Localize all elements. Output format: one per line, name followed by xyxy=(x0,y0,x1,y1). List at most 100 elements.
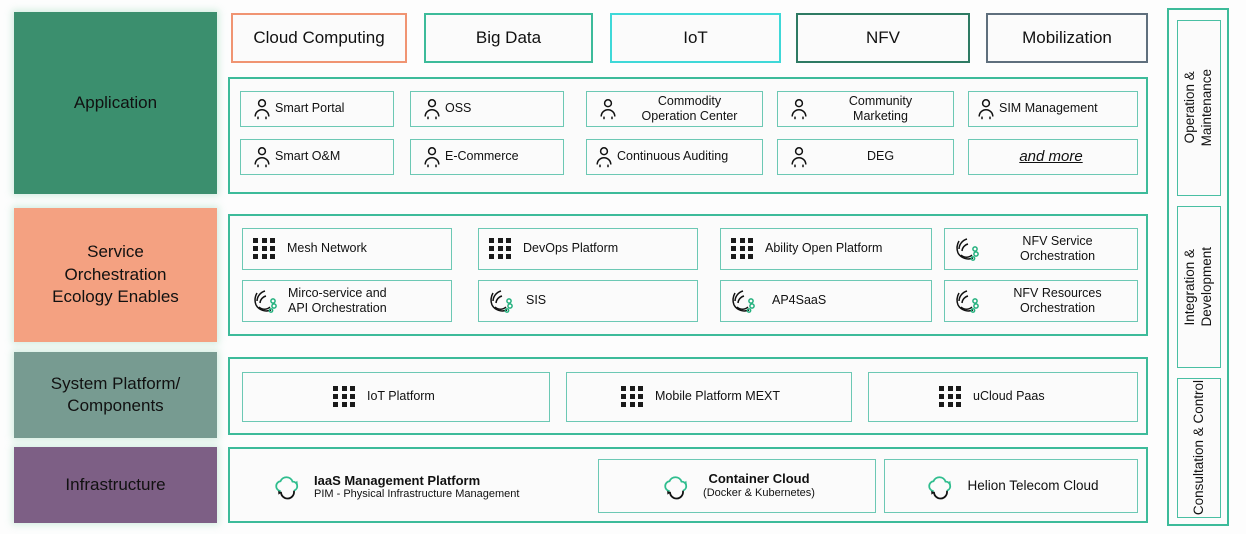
grid-icon xyxy=(939,386,961,408)
banner-label: Mobilization xyxy=(1022,28,1112,47)
orchestration-icon xyxy=(730,288,758,314)
cloud-icon xyxy=(659,472,693,500)
app-card-continuous-auditing[interactable]: Continuous Auditing xyxy=(586,139,763,175)
orchestration-icon xyxy=(488,288,516,314)
app-card-label: DEG xyxy=(866,149,895,164)
service-card-devops-platform[interactable]: DevOps Platform xyxy=(478,228,698,270)
person-icon xyxy=(786,144,812,170)
layer-label-application: Application xyxy=(14,12,217,194)
person-icon xyxy=(591,144,617,170)
app-card-deg[interactable]: DEG xyxy=(777,139,954,175)
app-card-community-marketing[interactable]: Community Marketing xyxy=(777,91,954,127)
service-card-mesh-network[interactable]: Mesh Network xyxy=(242,228,452,270)
service-card-label: Ability Open Platform xyxy=(765,241,883,256)
service-card-label: Mesh Network xyxy=(287,241,367,256)
app-card-label: SIM Management xyxy=(999,101,1098,116)
cloud-icon xyxy=(923,472,957,500)
banner-iot[interactable]: IoT xyxy=(610,13,781,63)
infra-card-text: IaaS Management Platform PIM - Physical … xyxy=(304,473,519,500)
banner-mobilization[interactable]: Mobilization xyxy=(986,13,1148,63)
grid-icon xyxy=(253,238,275,260)
layer-label-system: System Platform/ Components xyxy=(14,352,217,438)
system-card-label: uCloud Paas xyxy=(973,389,1045,404)
infra-card-title: Container Cloud xyxy=(708,471,810,487)
banner-label: Cloud Computing xyxy=(253,28,385,47)
infra-card-subtitle: PIM - Physical Infrastructure Management xyxy=(314,487,520,500)
app-card-label: OSS xyxy=(445,101,472,116)
app-card-smart-portal[interactable]: Smart Portal xyxy=(240,91,394,127)
layer-label-infrastructure-text: Infrastructure xyxy=(65,474,166,494)
system-card-label: IoT Platform xyxy=(367,389,435,404)
person-icon xyxy=(595,96,621,122)
system-card-ucloud-paas[interactable]: uCloud Paas xyxy=(868,372,1138,422)
person-icon xyxy=(419,96,445,122)
banner-big-data[interactable]: Big Data xyxy=(424,13,593,63)
system-panel: IoT Platform Mobile Platform MEXT uCloud… xyxy=(228,357,1148,435)
system-card-mobile-platform-mext[interactable]: Mobile Platform MEXT xyxy=(566,372,852,422)
app-card-smart-om[interactable]: Smart O&M xyxy=(240,139,394,175)
cloud-icon xyxy=(270,472,304,500)
grid-icon xyxy=(621,386,643,408)
orchestration-icon xyxy=(954,288,982,314)
application-panel: Smart Portal OSS Commodity Operation Cen… xyxy=(228,77,1148,194)
service-card-label: NFV Service Orchestration xyxy=(1019,233,1096,263)
orchestration-icon xyxy=(954,236,982,262)
banner-cloud-computing[interactable]: Cloud Computing xyxy=(231,13,407,63)
service-card-nfv-service-orchestration[interactable]: NFV Service Orchestration xyxy=(944,228,1138,270)
system-card-iot-platform[interactable]: IoT Platform xyxy=(242,372,550,422)
person-icon xyxy=(249,144,275,170)
grid-icon xyxy=(333,386,355,408)
infra-card-subtitle: (Docker & Kubernetes) xyxy=(703,487,815,500)
banner-nfv[interactable]: NFV xyxy=(796,13,970,63)
banner-label: NFV xyxy=(866,28,900,47)
app-card-and-more[interactable]: and more xyxy=(968,139,1138,175)
infra-card-text: Container Cloud (Docker & Kubernetes) xyxy=(693,471,815,500)
layer-label-application-text: Application xyxy=(73,92,158,112)
side-cell-integration-development[interactable]: Integration & Development xyxy=(1177,206,1221,368)
service-panel: Mesh Network DevOps Platform Ability Ope… xyxy=(228,214,1148,336)
infra-card-container-cloud[interactable]: Container Cloud (Docker & Kubernetes) xyxy=(598,459,876,513)
app-card-sim-management[interactable]: SIM Management xyxy=(968,91,1138,127)
side-cell-consultation-control[interactable]: Consultation & Control xyxy=(1177,378,1221,518)
infra-card-title: Helion Telecom Cloud xyxy=(967,477,1099,493)
service-card-nfv-resources-orchestration[interactable]: NFV Resources Orchestration xyxy=(944,280,1138,322)
app-card-label: E-Commerce xyxy=(445,149,519,164)
person-icon xyxy=(973,96,999,122)
infra-card-title: IaaS Management Platform xyxy=(314,472,481,488)
app-card-label: and more xyxy=(1019,147,1083,165)
banner-label: IoT xyxy=(683,28,708,47)
infra-card-iaas-management-platform[interactable]: IaaS Management Platform PIM - Physical … xyxy=(270,463,590,509)
app-card-label: Smart O&M xyxy=(275,149,341,164)
grid-icon xyxy=(731,238,753,260)
person-icon xyxy=(249,96,275,122)
side-cell-label: Operation & Maintenance xyxy=(1182,69,1214,147)
grid-icon xyxy=(489,238,511,260)
banner-label: Big Data xyxy=(475,28,542,47)
infrastructure-panel: IaaS Management Platform PIM - Physical … xyxy=(228,447,1148,523)
layer-label-service: Service Orchestration Ecology Enables xyxy=(14,208,217,342)
service-card-label: AP4SaaS xyxy=(772,293,827,308)
app-card-label: Community Marketing xyxy=(848,93,913,123)
infra-card-helion-telecom-cloud[interactable]: Helion Telecom Cloud xyxy=(884,459,1138,513)
app-card-oss[interactable]: OSS xyxy=(410,91,564,127)
service-card-label: SIS xyxy=(526,293,547,308)
side-cell-label: Consultation & Control xyxy=(1190,380,1206,516)
side-cell-operation-maintenance[interactable]: Operation & Maintenance xyxy=(1177,20,1221,196)
right-side-column: Operation & Maintenance Integration & De… xyxy=(1167,8,1229,526)
side-cell-label: Integration & Development xyxy=(1182,247,1214,327)
app-card-commodity-operation-center[interactable]: Commodity Operation Center xyxy=(586,91,763,127)
person-icon xyxy=(786,96,812,122)
layer-label-system-text: System Platform/ Components xyxy=(50,373,181,415)
app-card-label: Continuous Auditing xyxy=(617,149,729,164)
app-card-e-commerce[interactable]: E-Commerce xyxy=(410,139,564,175)
service-card-label: NFV Resources Orchestration xyxy=(1013,285,1102,315)
service-card-sis[interactable]: SIS xyxy=(478,280,698,322)
layer-label-service-text: Service Orchestration Ecology Enables xyxy=(52,242,179,307)
app-card-label: Commodity Operation Center xyxy=(641,93,738,123)
service-card-ap4saas[interactable]: AP4SaaS xyxy=(720,280,932,322)
app-card-label: Smart Portal xyxy=(275,101,345,116)
service-card-ability-open-platform[interactable]: Ability Open Platform xyxy=(720,228,932,270)
service-card-mirco-service-api-orchestration[interactable]: Mirco-service and API Orchestration xyxy=(242,280,452,322)
service-card-label: DevOps Platform xyxy=(523,241,619,256)
